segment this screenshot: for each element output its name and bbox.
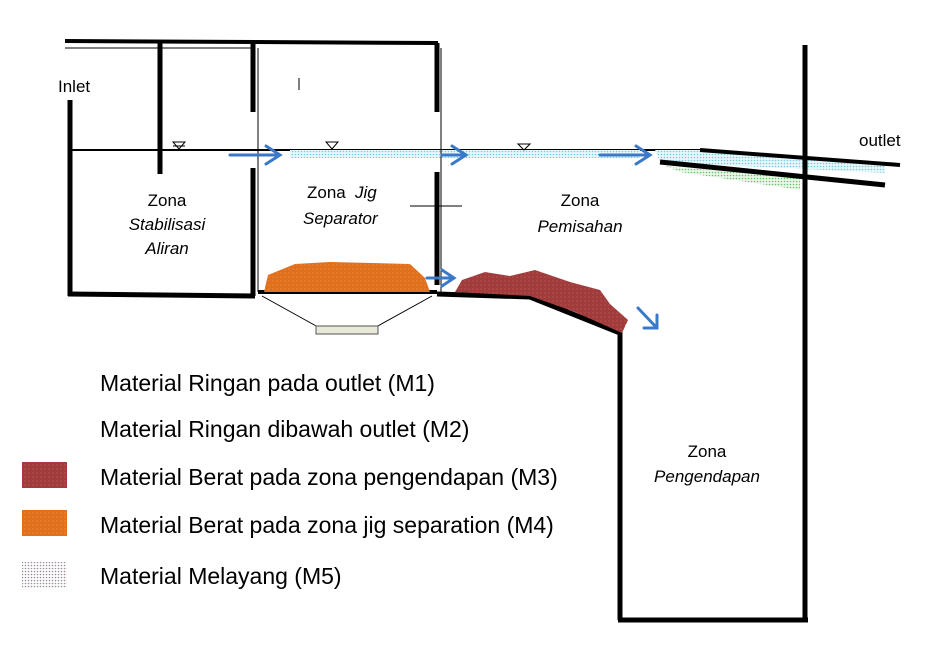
zone-stabilisasi-label: Zona Stabilisasi Aliran [129, 191, 207, 258]
legend-swatch-m3 [22, 462, 67, 488]
zone-pemisahan-label: Zona Pemisahan [537, 191, 622, 236]
legend: Material Ringan pada outlet (M1) Materia… [22, 370, 558, 589]
svg-text:Zona: Zona [307, 183, 346, 202]
svg-text:Zona: Zona [148, 191, 187, 210]
svg-text:Zona: Zona [688, 442, 727, 461]
svg-text:Jig: Jig [354, 183, 377, 202]
legend-item-m4: Material Berat pada zona jig separation … [100, 512, 554, 538]
svg-text:Pengendapan: Pengendapan [654, 467, 760, 486]
legend-item-m2: Material Ringan dibawah outlet (M2) [100, 416, 469, 442]
tank-walls [64, 39, 901, 623]
settling-heavy-material-m3 [455, 270, 628, 333]
legend-swatch-m5 [22, 562, 67, 588]
svg-text:Pemisahan: Pemisahan [537, 217, 622, 236]
legend-item-m3: Material Berat pada zona pengendapan (M3… [100, 464, 558, 490]
svg-text:Stabilisasi: Stabilisasi [129, 215, 207, 234]
outlet-light-material-m1 [655, 150, 885, 173]
zone-pengendapan-label: Zona Pengendapan [654, 442, 760, 486]
inlet-label: Inlet [58, 77, 90, 96]
svg-text:Zona: Zona [561, 191, 600, 210]
legend-item-m1: Material Ringan pada outlet (M1) [100, 370, 435, 396]
legend-swatch-m4 [22, 510, 67, 536]
outlet-label: outlet [859, 131, 901, 150]
below-outlet-light-material-m2 [665, 166, 800, 190]
zone-jig-label: Zona Jig Separator [303, 183, 379, 228]
jig-hopper [261, 295, 433, 335]
svg-text:Aliran: Aliran [144, 239, 188, 258]
flow-arrows [228, 144, 659, 330]
jig-heavy-material-m4 [264, 262, 430, 292]
water-level-markers [171, 141, 532, 151]
legend-item-m5: Material Melayang (M5) [100, 563, 342, 589]
svg-text:Separator: Separator [303, 209, 379, 228]
